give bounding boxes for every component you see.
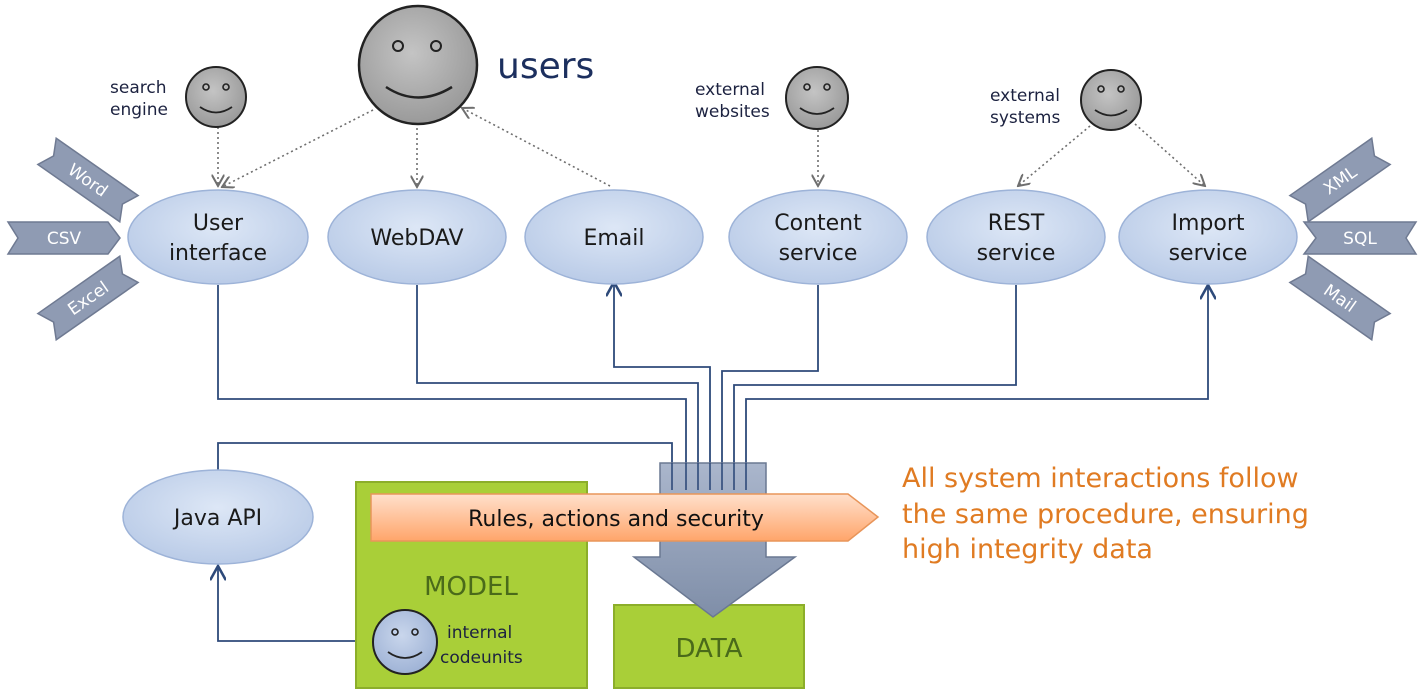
rules-banner-label: Rules, actions and security <box>468 507 764 532</box>
service-java-api-label: Java API <box>172 506 262 531</box>
service-java-api: Java API <box>122 469 314 565</box>
internal-codeunits-face-icon <box>372 609 438 675</box>
arrow-systems-to-rest <box>1018 125 1091 186</box>
connector-import <box>745 285 1208 463</box>
format-tag-xml: XML <box>1288 136 1392 224</box>
external-websites-face-icon <box>785 66 849 130</box>
connector-rest <box>733 285 1017 463</box>
note-line-1: All system interactions follow <box>902 463 1299 494</box>
external-systems-label-2: systems <box>990 108 1060 128</box>
note-line-3: high integrity data <box>902 534 1153 565</box>
service-webdav-label: WebDAV <box>370 226 463 251</box>
internal-codeunits-label-1: internal <box>447 623 512 643</box>
format-tag-mail: Mail <box>1288 254 1392 342</box>
integrity-note: All system interactions follow the same … <box>902 463 1309 565</box>
format-tag-sql: SQL <box>1302 221 1418 255</box>
model-label: MODEL <box>424 572 518 602</box>
connector-user-interface <box>217 285 687 463</box>
service-rest: REST service <box>926 189 1106 285</box>
format-tag-word: Word <box>36 136 140 224</box>
data-box: DATA <box>613 604 805 689</box>
format-tag-excel: Excel <box>36 254 140 342</box>
service-import-line1: Import <box>1171 211 1244 236</box>
arrow-systems-to-import <box>1134 123 1205 186</box>
service-user-interface: User interface <box>127 189 309 285</box>
users-label: users <box>497 46 594 87</box>
external-websites-label-2: websites <box>695 102 770 122</box>
format-tag-csv-label: CSV <box>47 229 82 249</box>
service-email-label: Email <box>583 226 644 251</box>
connector-webdav <box>416 285 699 463</box>
search-engine-label-1: search <box>110 78 166 98</box>
connector-content <box>721 285 819 463</box>
service-rest-line2: service <box>977 241 1056 266</box>
service-content: Content service <box>728 189 908 285</box>
search-engine-label-2: engine <box>110 100 168 120</box>
service-import-line2: service <box>1169 241 1248 266</box>
external-systems-face-icon <box>1080 69 1142 131</box>
service-user-interface-line1: User <box>193 211 244 236</box>
internal-codeunits-label-2: codeunits <box>440 648 523 668</box>
external-systems-label-1: external <box>990 86 1060 106</box>
connector-internal <box>218 566 373 642</box>
service-user-interface-line2: interface <box>169 241 267 266</box>
users-face-icon <box>357 4 479 126</box>
arrow-users-to-ui <box>222 109 374 187</box>
connectors <box>217 282 1208 642</box>
format-tag-sql-label: SQL <box>1343 229 1377 249</box>
service-webdav: WebDAV <box>327 189 507 285</box>
format-tag-csv: CSV <box>6 221 121 255</box>
service-content-line2: service <box>779 241 858 266</box>
external-websites-label-1: external <box>695 80 765 100</box>
actor-arrows <box>218 108 1205 187</box>
rules-banner: Rules, actions and security <box>370 493 880 542</box>
service-content-line1: Content <box>774 211 862 236</box>
search-engine-face-icon <box>185 66 247 128</box>
arrow-email-to-users <box>462 108 611 187</box>
connector-email <box>614 282 711 463</box>
connector-java-api <box>217 442 673 470</box>
service-rest-line1: REST <box>988 211 1045 236</box>
data-label: DATA <box>676 634 743 664</box>
note-line-2: the same procedure, ensuring <box>902 499 1309 530</box>
service-email: Email <box>524 189 704 285</box>
service-import: Import service <box>1118 189 1298 285</box>
